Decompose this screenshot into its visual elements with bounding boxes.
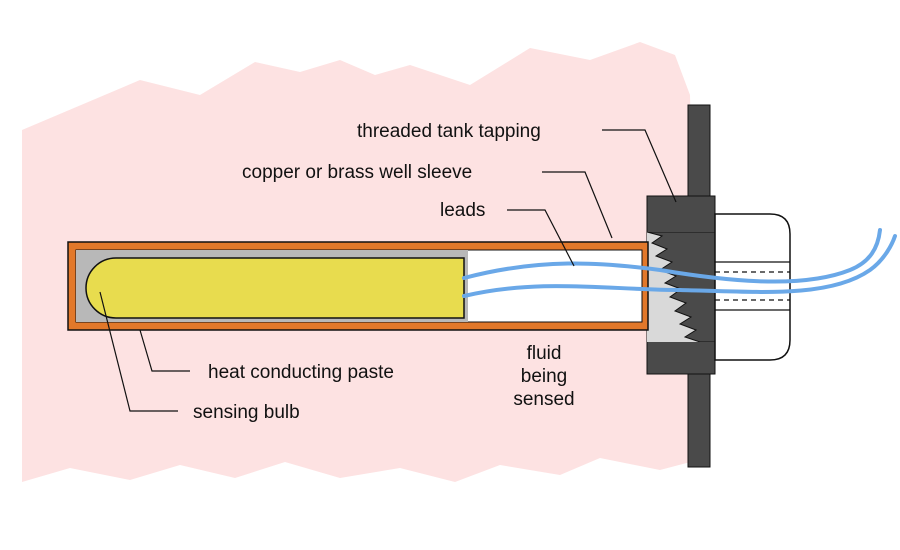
label-fluid-line3: sensed (513, 389, 574, 410)
label-leads: leads (440, 200, 485, 221)
leader-sensing-bulb (99, 291, 178, 412)
leader-heat-paste (139, 329, 190, 372)
label-well-sleeve: copper or brass well sleeve (242, 162, 472, 183)
label-sensing-bulb: sensing bulb (193, 402, 300, 423)
label-threaded-tank-tapping: threaded tank tapping (357, 121, 541, 142)
leader-leads (507, 209, 575, 267)
thread-profile (647, 232, 715, 342)
lead-wire-1 (462, 228, 882, 284)
leader-well-sleeve (542, 171, 613, 239)
label-fluid-line2: being (521, 366, 568, 387)
leader-tank-tapping (602, 129, 677, 203)
hex-nut (714, 213, 791, 361)
label-fluid-line1: fluid (527, 343, 562, 364)
label-heat-conducting-paste: heat conducting paste (208, 362, 394, 383)
sensing-bulb (85, 257, 465, 319)
lead-wire-2 (462, 234, 897, 298)
